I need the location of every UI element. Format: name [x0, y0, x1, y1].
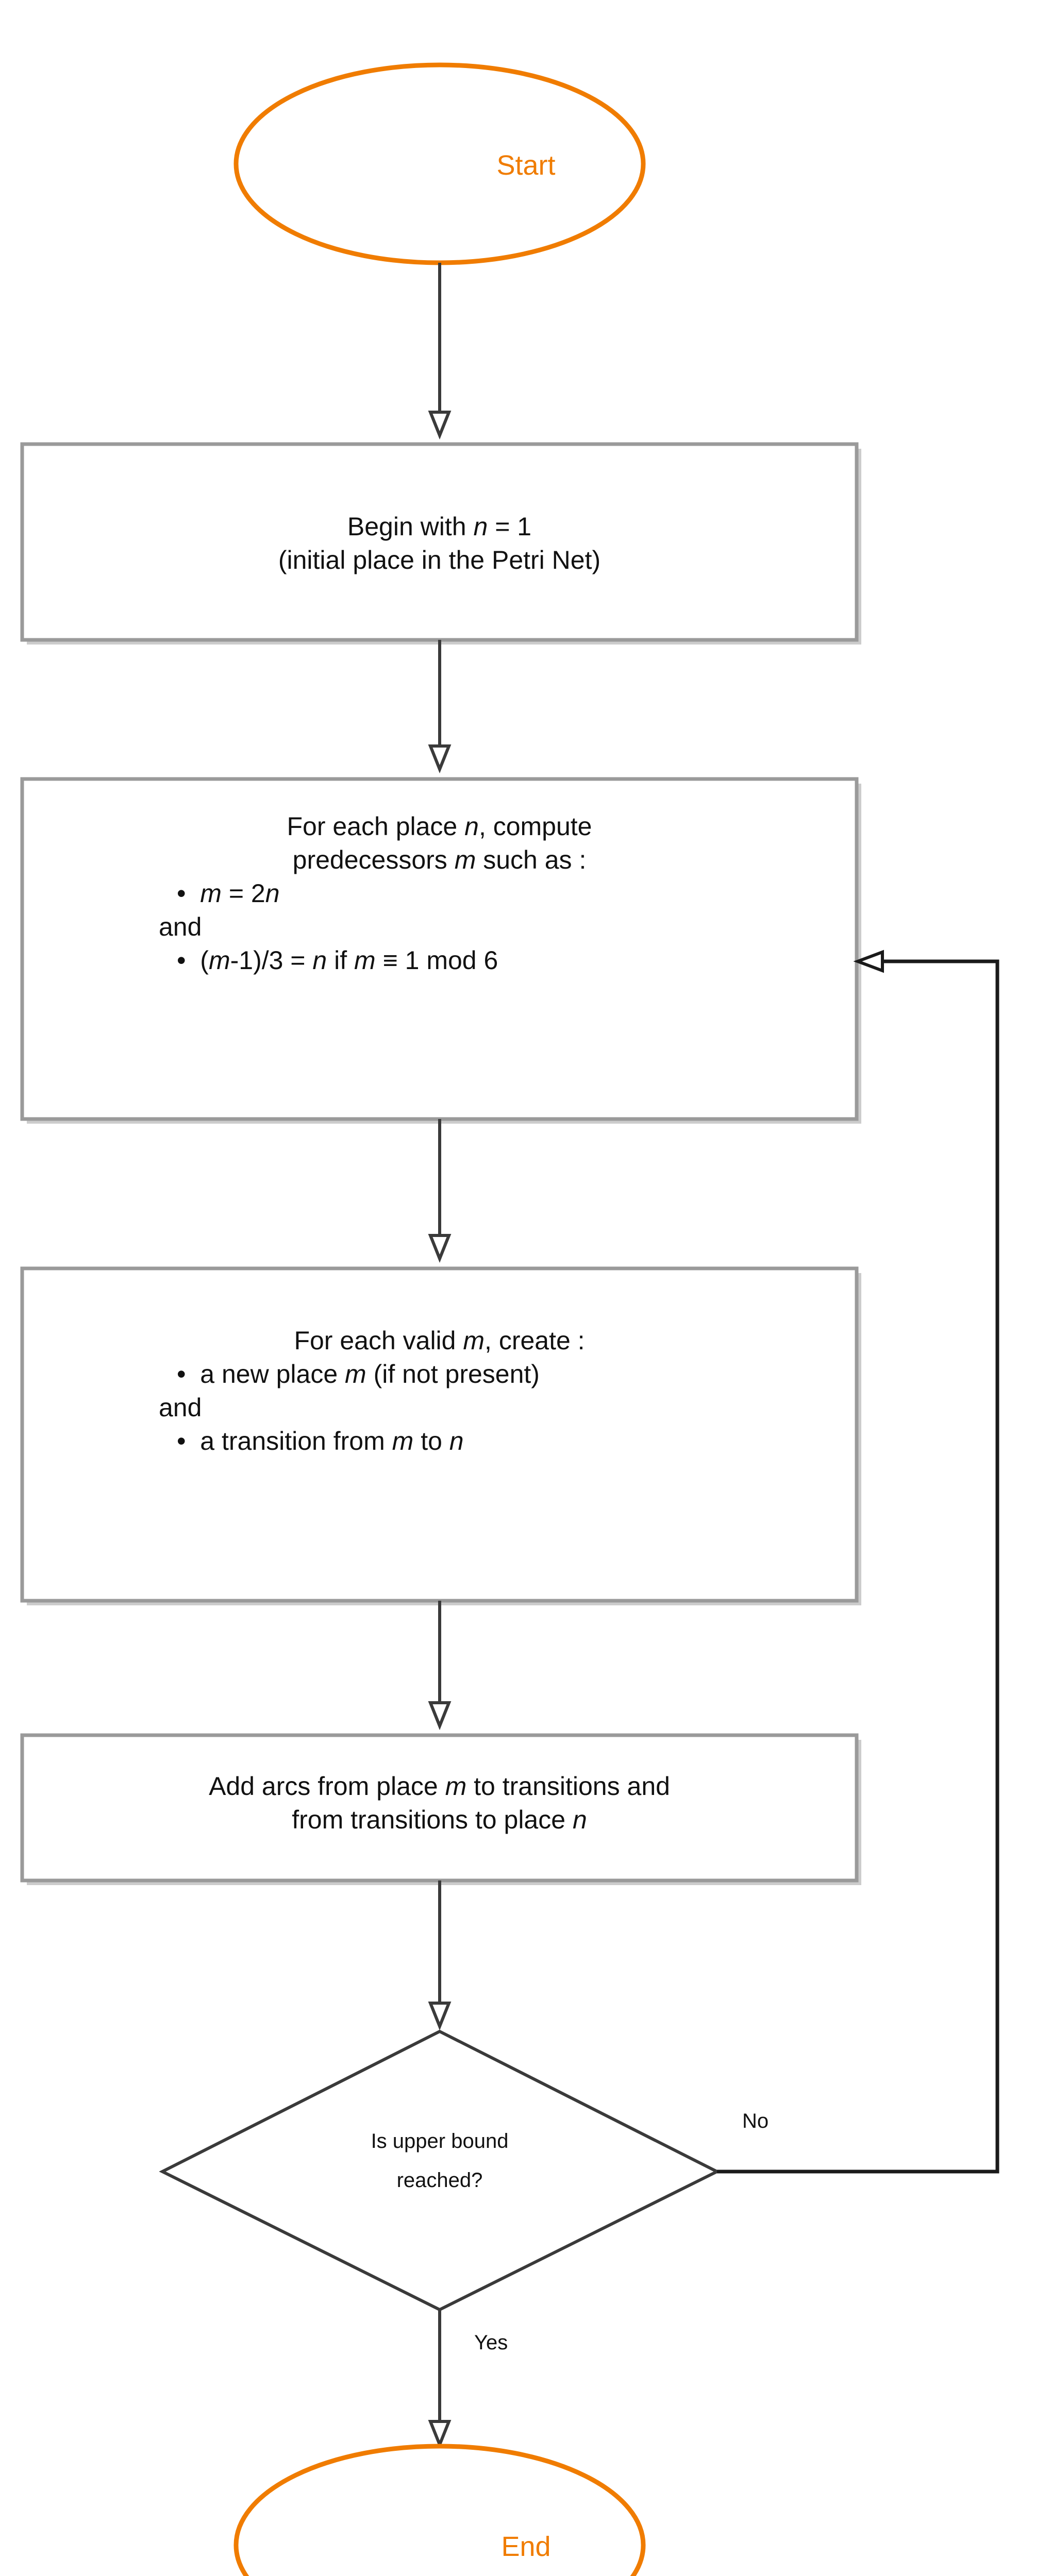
connector-create-to-addarcs	[428, 1601, 452, 1731]
edge-label-no: No	[742, 2110, 769, 2132]
process-box-predecessors[interactable]	[20, 777, 861, 1124]
process-text-init: Begin with n = 1(initial place in the Pe…	[278, 512, 601, 574]
connector-init-to-predecessors	[428, 640, 452, 774]
edge-label-yes: Yes	[474, 2331, 508, 2354]
connector-no-loop	[717, 950, 999, 2174]
end-terminator[interactable]	[233, 2444, 646, 2576]
connector-start-to-init	[428, 263, 452, 440]
process-box-create[interactable]	[20, 1266, 861, 1605]
process-text-addarcs: Add arcs from place m to transitions and…	[209, 1772, 670, 1834]
process-box-init[interactable]	[20, 442, 861, 645]
process-text-create: For each valid m, create :• a new place …	[159, 1326, 585, 1455]
connector-addarcs-to-decision	[428, 1880, 452, 2031]
process-box-addarcs[interactable]	[20, 1733, 861, 1885]
connector-predecessors-to-create	[428, 1119, 452, 1263]
connector-yes-to-end	[428, 2310, 452, 2449]
start-terminator[interactable]	[233, 62, 646, 265]
